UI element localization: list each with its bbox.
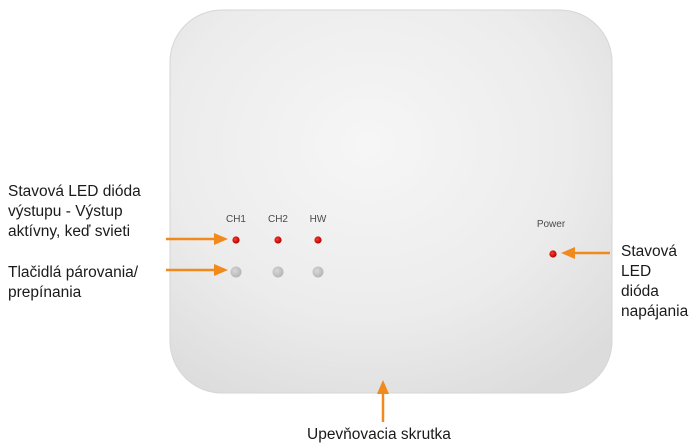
led-ch1 [232, 236, 240, 244]
led-hw [314, 236, 322, 244]
pairing-button-ch1[interactable] [230, 266, 242, 278]
pairing-button-ch2[interactable] [272, 266, 284, 278]
led-power [549, 250, 557, 258]
led-label-ch1: CH1 [226, 214, 246, 225]
arrow-screw [377, 380, 389, 422]
arrow-power-led [561, 247, 610, 259]
callout-buttons: Tlačidlá párovania/ prepínania [8, 263, 138, 303]
arrow-buttons [166, 264, 228, 276]
power-label: Power [537, 219, 566, 230]
pairing-button-hw[interactable] [312, 266, 324, 278]
callout-power-led-line-4: napájania [621, 303, 689, 320]
callout-status-led-line-3: aktívny, keď svieti [8, 223, 131, 240]
led-ch2 [274, 236, 282, 244]
led-label-hw: HW [310, 214, 327, 225]
callout-status-led-line-1: Stavová LED dióda [8, 183, 141, 200]
callout-mounting-screw-text: Upevňovacia skrutka [307, 426, 451, 443]
callout-mounting-screw: Upevňovacia skrutka [307, 425, 451, 444]
led-label-ch2: CH2 [268, 214, 288, 225]
arrow-status-led [166, 233, 228, 245]
callout-power-led: Stavová LED dióda napájania [621, 242, 688, 322]
callout-power-led-line-1: Stavová [621, 243, 678, 260]
callout-power-led-line-3: dióda [621, 283, 659, 300]
callout-buttons-line-1: Tlačidlá párovania/ [8, 264, 139, 281]
callout-status-led: Stavová LED dióda výstupu - Výstup aktív… [8, 182, 141, 242]
receiver-device-body [169, 9, 613, 394]
callout-buttons-line-2: prepínania [8, 284, 82, 301]
callout-power-led-line-2: LED [621, 263, 652, 280]
callout-status-led-line-2: výstupu - Výstup [8, 203, 123, 220]
